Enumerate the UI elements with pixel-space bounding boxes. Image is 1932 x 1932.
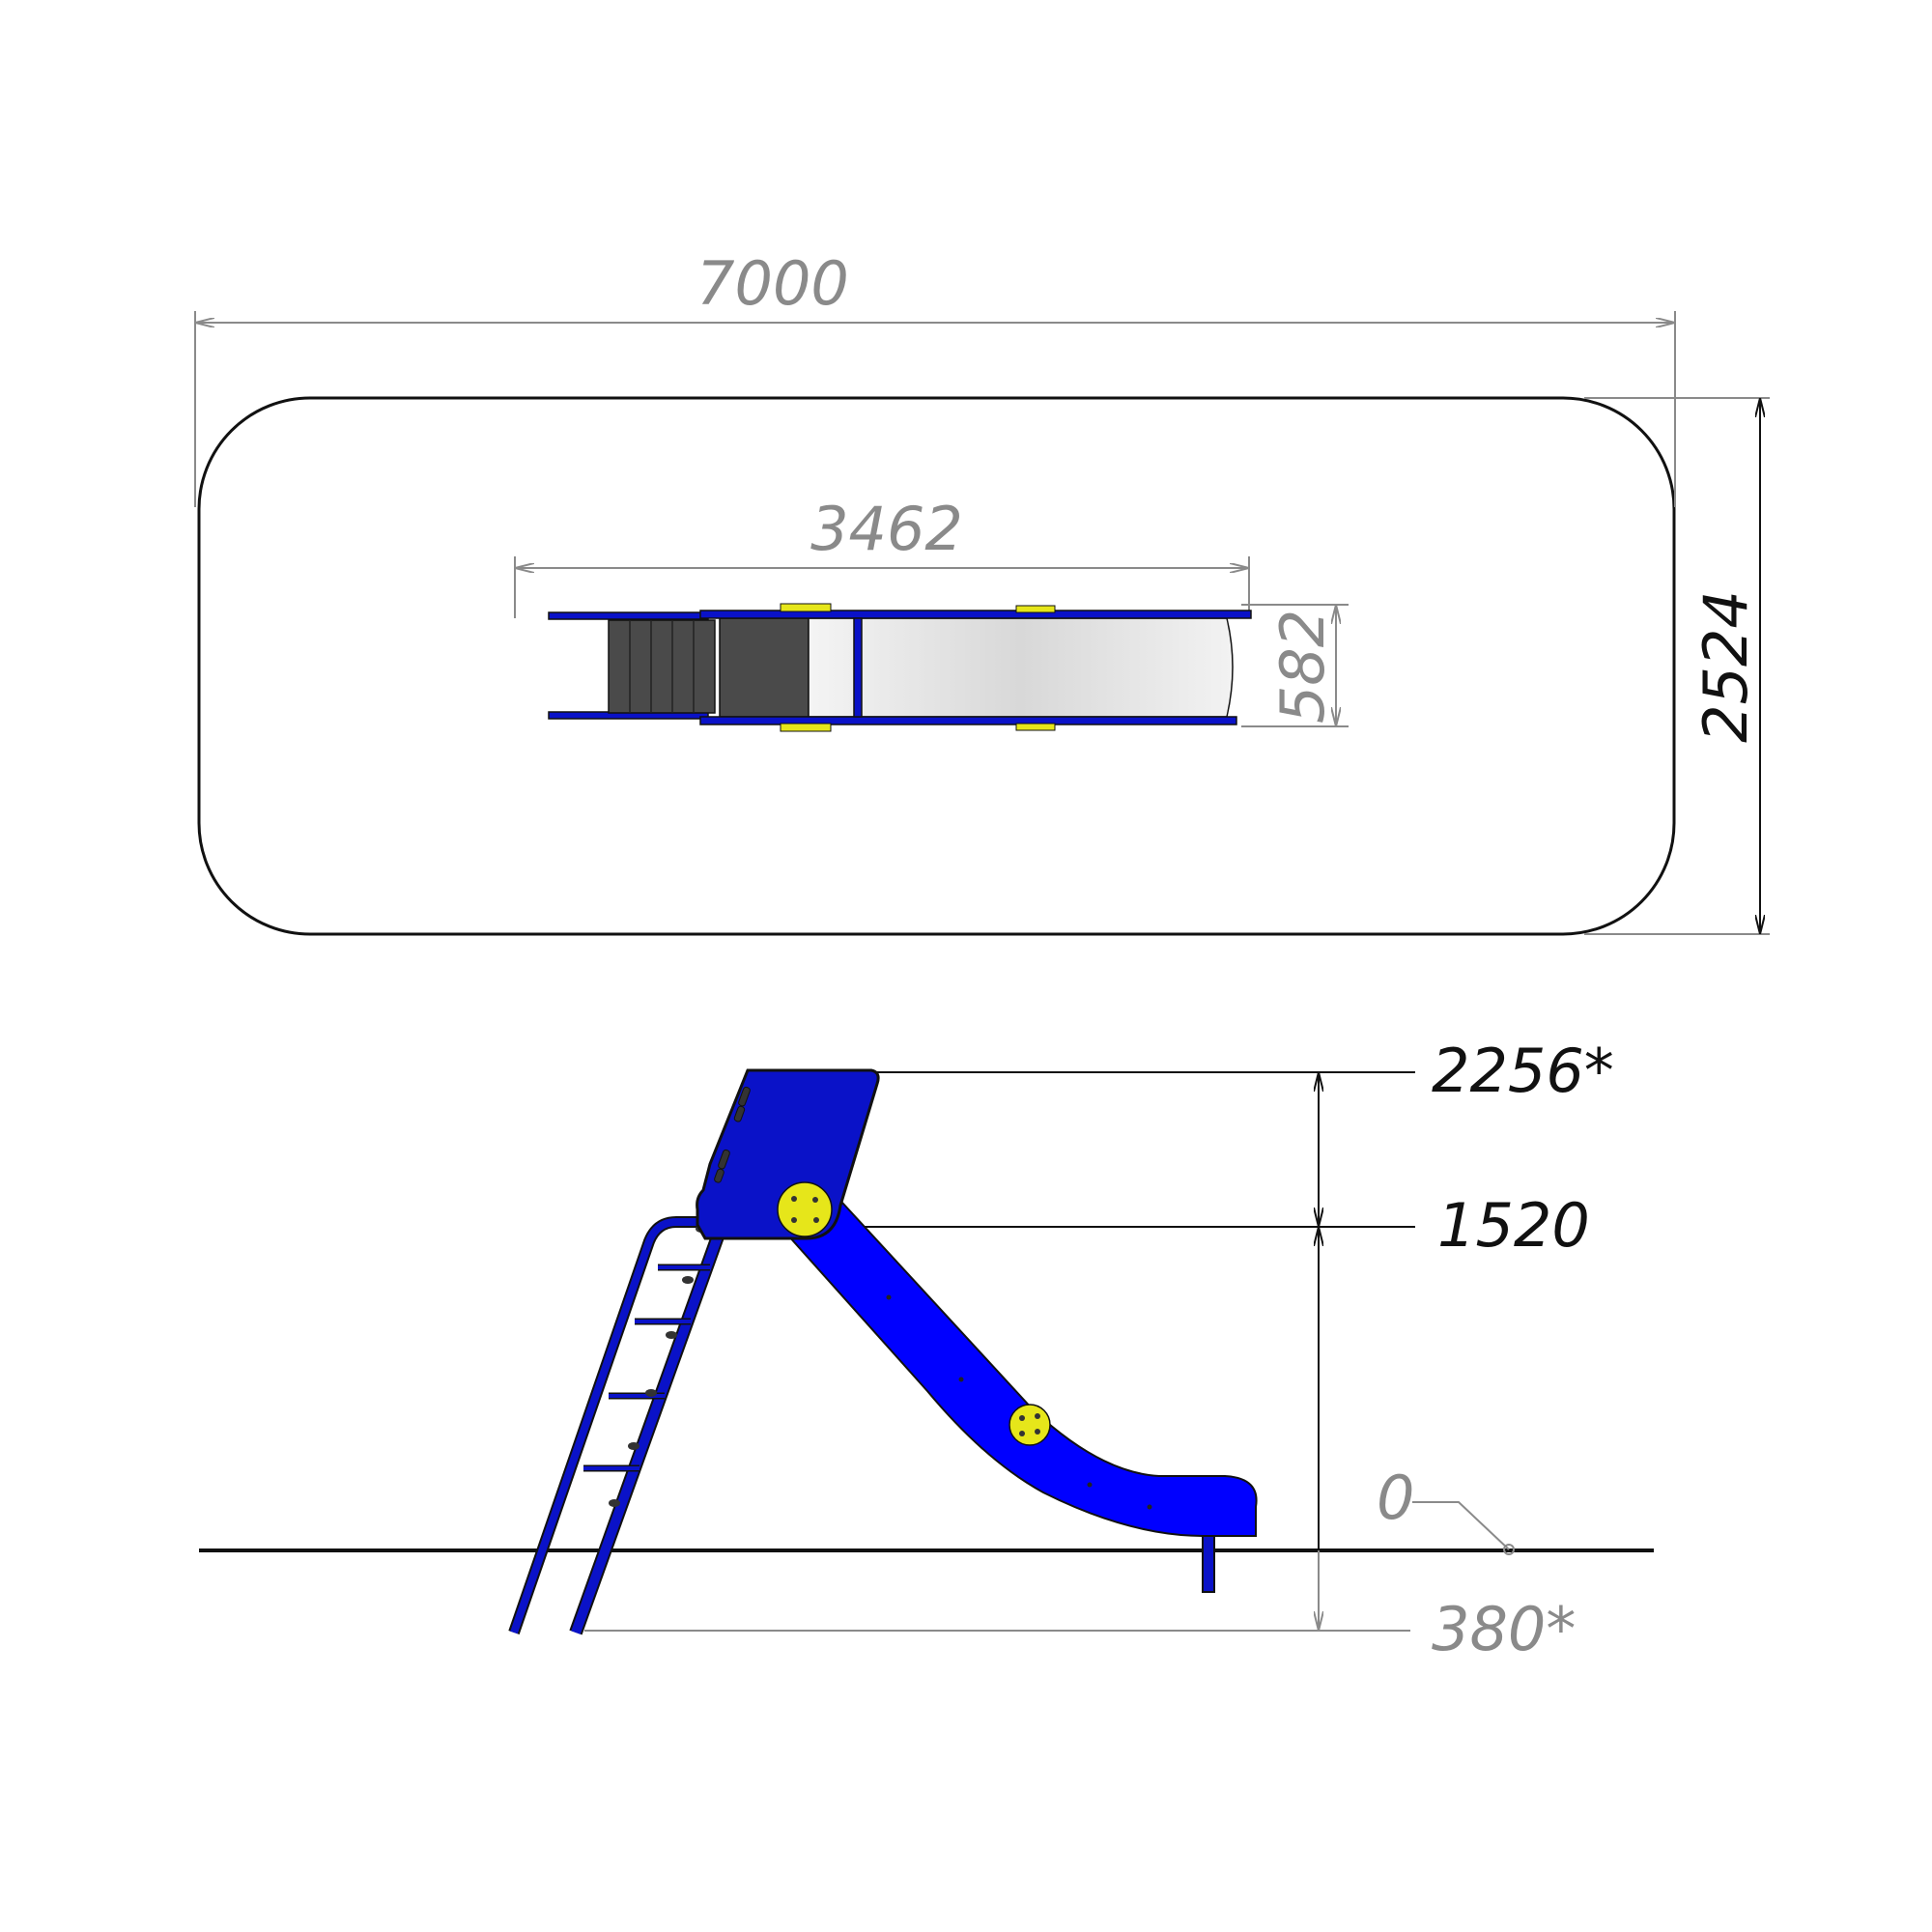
safety-zone-outline	[197, 396, 1676, 936]
slide-chute	[808, 617, 1234, 718]
dimension-slide-width-label: 582	[1267, 610, 1338, 724]
dimension-overall-length-label: 7000	[696, 248, 849, 319]
level-ground-label: 0	[1377, 1463, 1414, 1533]
slide-chute-side	[779, 1188, 1258, 1537]
level-top-label: 2256*	[1432, 1036, 1614, 1106]
level-foundation-label: 380*	[1432, 1594, 1576, 1664]
ladder-rail-top	[548, 611, 709, 620]
plan-view: 7000 2524 3462 582	[194, 248, 1770, 936]
ladder-rail-front	[571, 1235, 723, 1634]
dimension-slide-length: 3462	[514, 494, 1250, 618]
dimension-slide-width: 582	[1241, 604, 1349, 727]
slide-plan	[548, 603, 1252, 732]
slide-leg-post	[1202, 1535, 1215, 1593]
bolt-plate	[780, 723, 832, 732]
level-platform-label: 1520	[1437, 1190, 1590, 1261]
elevation-view: 2256* 1520 380* 0	[199, 1036, 1654, 1664]
dimension-overall-length: 7000	[194, 248, 1676, 507]
ladder	[508, 1216, 724, 1635]
dimension-slide-length-label: 3462	[810, 494, 963, 564]
bolt-plate-platform	[777, 1181, 833, 1237]
bolt-plate-chute	[1009, 1404, 1051, 1446]
side-frame-top	[699, 610, 1252, 619]
dimension-overall-width-label: 2524	[1690, 590, 1761, 743]
cross-post	[853, 617, 863, 718]
bolt-plate	[780, 603, 832, 612]
ladder-steps	[608, 619, 716, 714]
dimension-overall-width: 2524	[1584, 397, 1770, 935]
platform-deck	[719, 617, 810, 718]
ladder-rail-rear	[508, 1216, 702, 1634]
bolt-plate	[1015, 605, 1056, 613]
ground-datum-leader	[1412, 1501, 1510, 1550]
bolt-plate	[1015, 723, 1056, 731]
side-frame-bottom	[699, 716, 1237, 725]
